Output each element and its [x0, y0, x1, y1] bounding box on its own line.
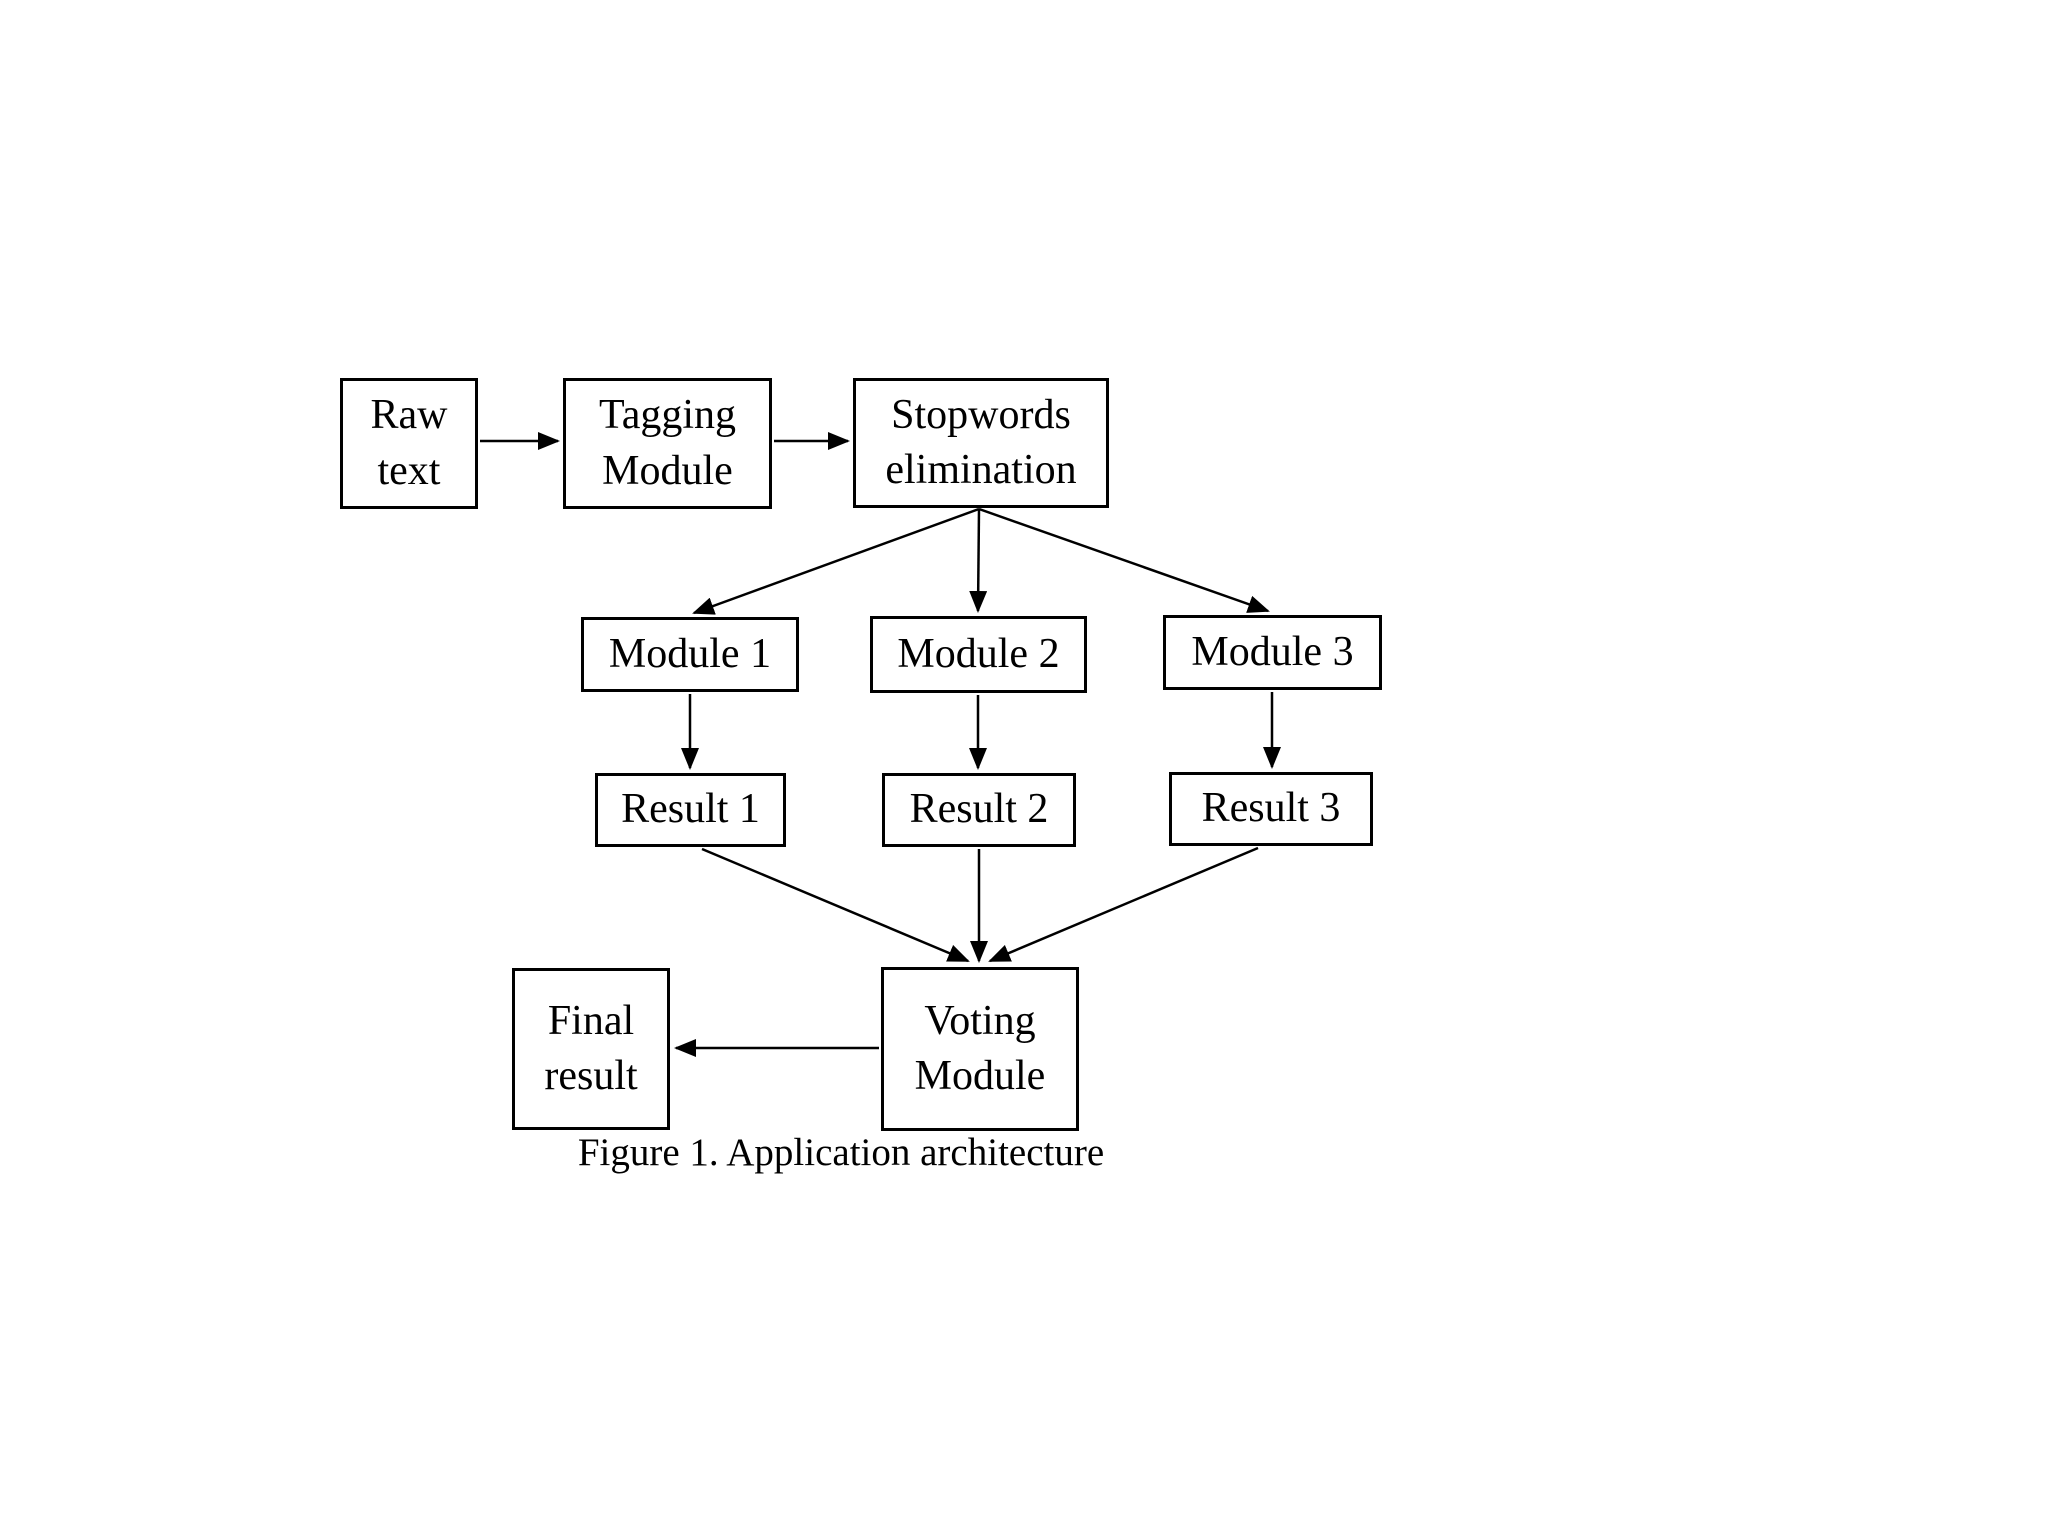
node-tagging-module-label: Tagging Module [598, 392, 737, 494]
node-result-1: Result 1 [595, 773, 786, 847]
arrow-stopwords-to-module2 [969, 508, 988, 613]
node-final-result: Final result [512, 968, 670, 1130]
arrow-stopwords-to-module1 [692, 507, 980, 615]
node-result-2: Result 2 [882, 773, 1076, 847]
node-final-result-label: Final result [544, 997, 638, 1099]
node-module-3-label: Module 3 [1191, 628, 1354, 675]
figure-caption: Figure 1. Application architecture [577, 1131, 1105, 1174]
node-module-2-label: Module 2 [897, 630, 1060, 677]
node-stopwords-elimination: Stopwords elimination [853, 378, 1109, 508]
node-module-1: Module 1 [581, 617, 799, 692]
node-result-3-label: Result 3 [1201, 785, 1341, 832]
node-module-2: Module 2 [870, 616, 1087, 693]
node-raw-text: Raw text [340, 378, 478, 509]
node-result-1-label: Result 1 [621, 786, 760, 833]
node-result-2-label: Result 2 [909, 786, 1049, 833]
node-result-3: Result 3 [1169, 772, 1373, 846]
arrow-result1-to-voting [701, 847, 970, 963]
node-raw-text-label: Raw text [370, 392, 448, 494]
node-stopwords-elimination-label: Stopwords elimination [885, 391, 1077, 493]
node-voting-module: Voting Module [881, 967, 1079, 1131]
node-module-1-label: Module 1 [608, 630, 772, 677]
arrow-result3-to-voting [988, 846, 1259, 963]
node-module-3: Module 3 [1163, 615, 1382, 690]
node-tagging-module: Tagging Module [563, 378, 772, 509]
node-voting-module-label: Voting Module [914, 997, 1046, 1099]
arrow-stopwords-to-module3 [978, 507, 1270, 613]
